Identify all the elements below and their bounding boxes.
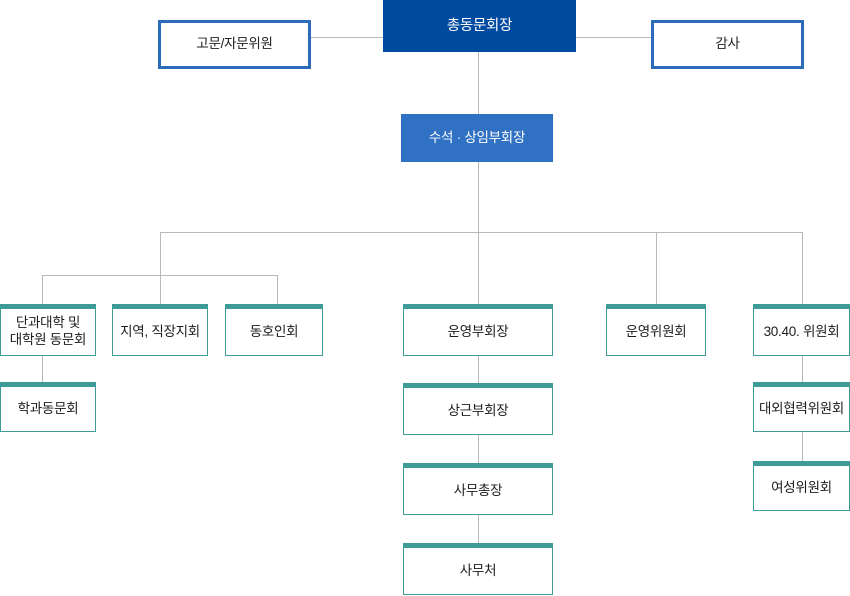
node-label-regional-workplace-branch: 지역, 직장지회 [120, 323, 200, 339]
node-label-chairman: 총동문회장 [446, 17, 513, 34]
connector-bus-drop-3040 [802, 232, 803, 304]
connector-chair-down-to-vice [478, 52, 479, 114]
node-label-operating-vice-chair: 운영부회장 [447, 323, 509, 339]
connector-college-to-department [42, 356, 43, 382]
node-womens-committee[interactable]: 여성위원회 [753, 461, 850, 511]
node-label-advisory: 고문/자문위원 [196, 36, 273, 52]
node-label-department-alumni: 학과동문회 [17, 400, 79, 416]
node-committee-3040[interactable]: 30.40. 위원회 [753, 304, 850, 356]
node-secretary-general[interactable]: 사무총장 [403, 463, 553, 515]
connector-chair-to-advisory [311, 37, 383, 38]
node-hobby-club[interactable]: 동호인회 [225, 304, 323, 356]
connector-left-sub-drop-hobby [277, 275, 278, 304]
connector-bus-drop-steering [656, 232, 657, 304]
node-chairman[interactable]: 총동문회장 [383, 0, 576, 52]
node-department-alumni[interactable]: 학과동문회 [0, 382, 96, 432]
node-label-standing-vice-chair: 상근부회장 [447, 402, 509, 418]
node-label-secretariat: 사무처 [459, 562, 497, 578]
node-regional-workplace-branch[interactable]: 지역, 직장지회 [112, 304, 208, 356]
node-label-committee-3040: 30.40. 위원회 [763, 323, 840, 339]
connector-main-bus [160, 232, 803, 233]
node-college-grad-alumni[interactable]: 단과대학 및 대학원 동문회 [0, 304, 96, 356]
connector-left-sub-bus [42, 275, 278, 276]
node-auditor[interactable]: 감사 [651, 20, 804, 69]
node-steering-committee[interactable]: 운영위원회 [606, 304, 706, 356]
connector-vice-down-to-bus [478, 162, 479, 232]
node-label-senior-vice-chair: 수석 · 상임부회장 [428, 129, 526, 145]
connector-3040-to-external [802, 356, 803, 382]
node-label-hobby-club: 동호인회 [249, 323, 299, 339]
connector-bus-drop-left-group [160, 232, 161, 304]
node-senior-vice-chair[interactable]: 수석 · 상임부회장 [401, 114, 553, 162]
connector-standing-to-secgen [478, 435, 479, 463]
node-operating-vice-chair[interactable]: 운영부회장 [403, 304, 553, 356]
node-label-womens-committee: 여성위원회 [771, 479, 832, 495]
connector-bus-drop-operating [478, 232, 479, 304]
connector-secgen-to-secretariat [478, 515, 479, 543]
node-label-external-cooperation-committee: 대외협력위원회 [758, 400, 845, 416]
node-label-auditor: 감사 [715, 36, 740, 52]
connector-external-to-womens [802, 432, 803, 461]
node-external-cooperation-committee[interactable]: 대외협력위원회 [753, 382, 850, 432]
connector-chair-to-auditor [576, 37, 651, 38]
node-advisory[interactable]: 고문/자문위원 [158, 20, 311, 69]
node-label-secretary-general: 사무총장 [453, 482, 503, 498]
node-label-steering-committee: 운영위원회 [625, 323, 687, 339]
node-secretariat[interactable]: 사무처 [403, 543, 553, 595]
node-standing-vice-chair[interactable]: 상근부회장 [403, 383, 553, 435]
connector-left-sub-drop-college [42, 275, 43, 304]
connector-operating-to-standing [478, 356, 479, 383]
node-label-college-grad-alumni: 단과대학 및 대학원 동문회 [9, 315, 87, 347]
